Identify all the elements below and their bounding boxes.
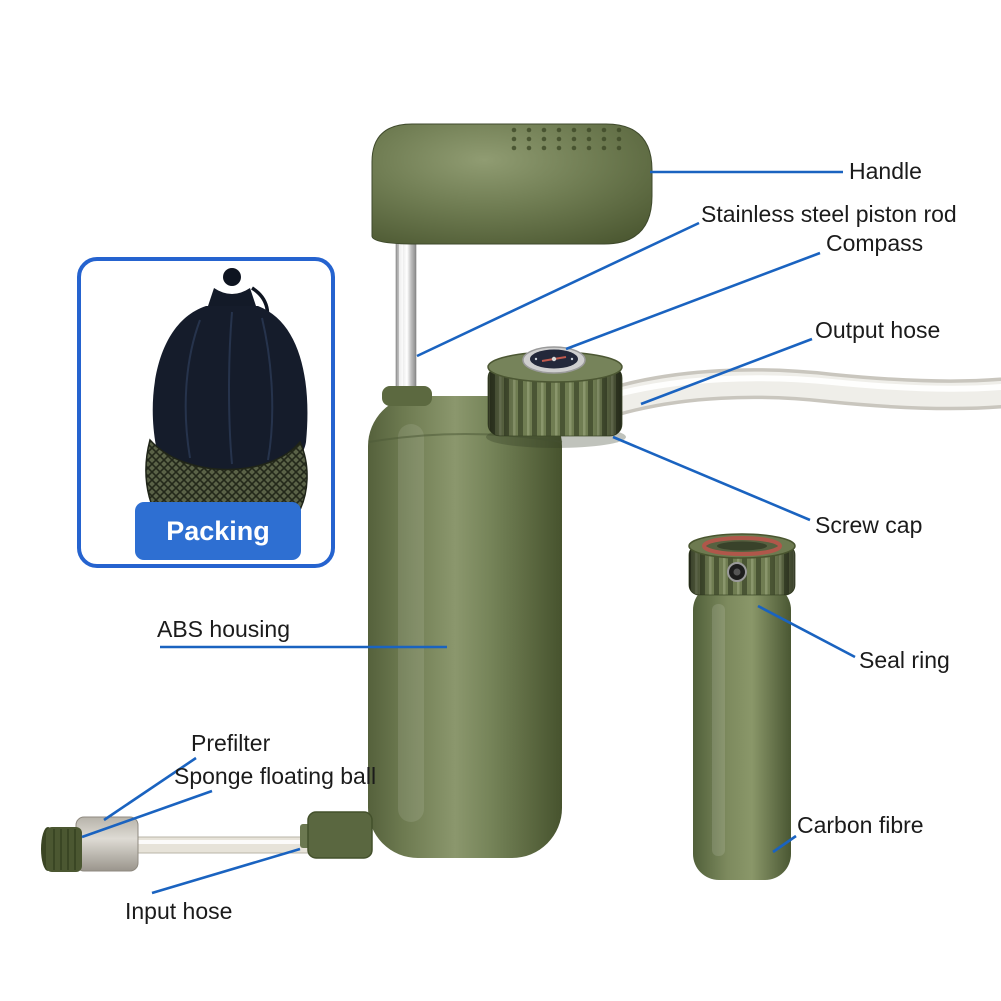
leader-piston-rod [416,221,700,358]
handle-vent-dots [506,127,622,154]
leader-screw-cap [612,435,811,522]
label-compass: Compass [826,230,924,256]
leader-compass [565,251,821,351]
filter-main-unit [368,123,1001,858]
label-output-hose: Output hose [815,317,941,343]
input-hose-assembly [41,811,373,872]
label-sponge-floating-ball: Sponge floating ball [174,763,377,789]
label-piston-rod: Stainless steel piston rod [701,201,957,227]
leader-input-hose [151,847,301,895]
prefilter-shape [75,816,139,872]
sponge-float-cap [41,827,82,872]
label-screw-cap: Screw cap [815,512,923,538]
label-carbon-fibre: Carbon fibre [797,812,924,838]
bag-knot [223,268,241,286]
label-abs-housing: ABS housing [157,616,290,642]
label-seal-ring: Seal ring [859,647,950,673]
leader-output-hose [640,337,813,406]
leader-prefilter [103,756,197,822]
leader-carbon-fibre [772,834,797,854]
label-prefilter: Prefilter [191,730,271,756]
label-input-hose: Input hose [125,898,233,924]
leader-sponge-ball [81,789,213,839]
packing-label-badge: Packing [135,502,301,560]
label-handle: Handle [849,158,922,184]
packing-callout-box [77,257,335,568]
rod-collar [382,386,432,406]
leader-lines [81,170,856,895]
body-seam [368,433,563,443]
cartridge-body [693,584,791,880]
screw-cap-shape [486,346,626,448]
elbow-fitting [307,811,373,859]
compass-shape [522,346,586,374]
filter-cartridge [688,533,796,880]
abs-housing-shape [368,386,563,858]
leader-seal-ring [757,604,856,659]
output-hose-shape [596,368,1001,418]
handle-shape [371,123,653,245]
